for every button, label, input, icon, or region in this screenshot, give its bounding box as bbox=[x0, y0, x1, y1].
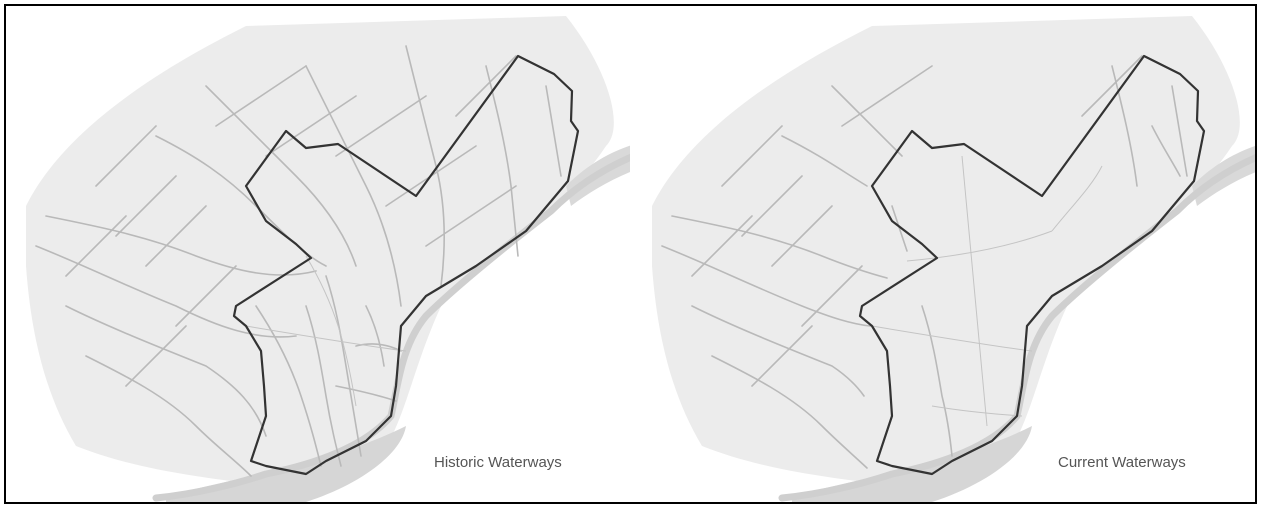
city-boundary bbox=[232, 54, 580, 476]
stream-network bbox=[661, 55, 1188, 469]
current-waterways-map bbox=[652, 16, 1255, 502]
major-river bbox=[778, 154, 1255, 502]
historic-waterways-map bbox=[26, 16, 630, 502]
map-panel-historic: Historic Waterways bbox=[6, 6, 630, 502]
city-boundary bbox=[858, 54, 1206, 476]
land-mass bbox=[26, 16, 630, 502]
roads bbox=[245, 255, 407, 407]
map-caption-historic: Historic Waterways bbox=[434, 454, 562, 471]
roads bbox=[871, 155, 1103, 427]
map-caption-current: Current Waterways bbox=[1058, 454, 1186, 471]
major-river bbox=[152, 153, 630, 502]
map-panel-current: Current Waterways bbox=[632, 6, 1255, 502]
figure-frame: Historic Waterways bbox=[4, 4, 1257, 504]
land-mass bbox=[652, 16, 1255, 502]
